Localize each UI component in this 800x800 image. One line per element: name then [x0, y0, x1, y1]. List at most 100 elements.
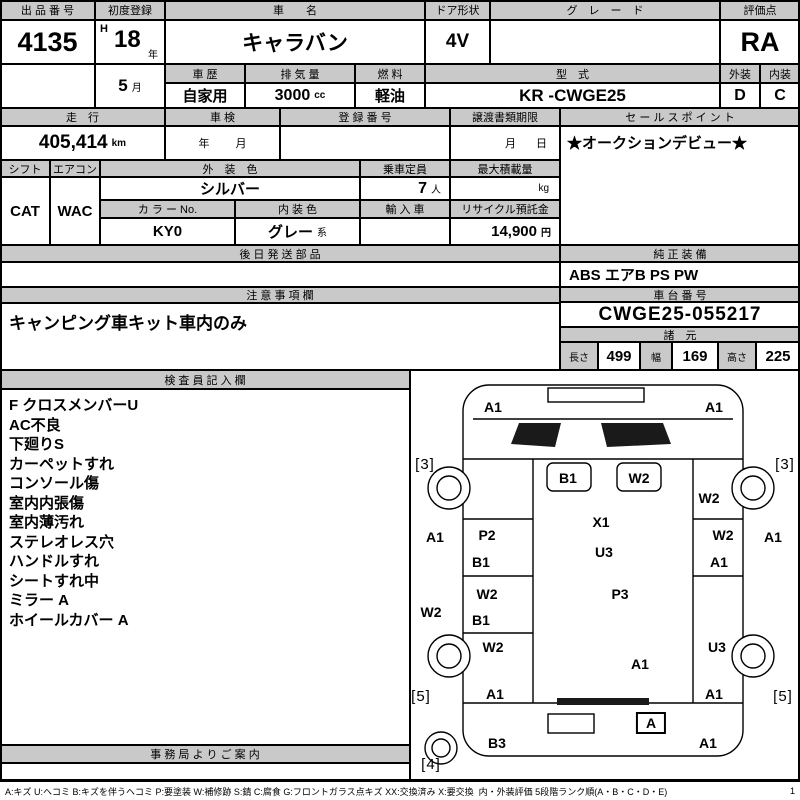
inspector-item: 室内内張傷 — [9, 494, 85, 512]
registration-number-value — [280, 126, 450, 160]
shift-label: シフト — [0, 160, 50, 177]
damage-code-A1: A1 — [699, 735, 717, 751]
inspector-item: 下廻りS — [9, 436, 65, 453]
car-name-label: 車 名 — [165, 0, 425, 20]
damage-code-4: [4] — [421, 756, 441, 773]
recycle-deposit-number: 14,900 — [491, 223, 537, 240]
inspector-item: コンソール傷 — [9, 475, 100, 492]
door-shape-label: ドア形状 — [425, 0, 490, 20]
auction-number-label: 出 品 番 号 — [0, 0, 95, 20]
spec-height-label: 高さ — [718, 342, 756, 370]
chassis-number-value: CWGE25-055217 — [560, 302, 800, 327]
recycle-deposit-label: リサイクル預託金 — [450, 200, 560, 218]
auction-number-extra-box — [0, 64, 95, 108]
legend-text: A:キズ U:ヘコミ B:キズを伴うヘコミ P:要塗装 W:補修跡 S:錆 C:… — [5, 786, 668, 797]
office-notice-box — [0, 763, 410, 780]
equipment-value: ABS エアB PS PW — [560, 262, 800, 287]
damage-code-W2: W2 — [476, 586, 498, 602]
damage-code-A1: A1 — [705, 399, 723, 415]
first-reg-era: H — [100, 23, 108, 35]
damage-code-3: [3] — [775, 456, 795, 473]
import-car-label: 輸 入 車 — [360, 200, 450, 218]
inspector-item: ハンドルすれ — [9, 553, 100, 570]
damage-code-W2: W2 — [712, 527, 734, 543]
max-load-unit: kg — [538, 183, 549, 194]
capacity-number: 7 — [418, 179, 427, 197]
mileage-unit: km — [111, 137, 127, 149]
legend-bar: A:キズ U:ヘコミ B:キズを伴うヘコミ P:要塗装 W:補修跡 S:錆 C:… — [0, 783, 800, 799]
damage-code-W2: W2 — [482, 639, 504, 655]
first-reg-year-unit: 年 — [148, 50, 158, 61]
inspector-item: ステレオレス穴 — [9, 533, 115, 551]
max-load-value: kg — [450, 177, 560, 200]
displacement-unit: cc — [314, 90, 326, 101]
damage-code-U3: U3 — [595, 544, 613, 560]
color-number-value: KY0 — [100, 218, 235, 245]
score-label: 評価点 — [720, 0, 800, 20]
damage-code-A1: A1 — [710, 554, 728, 570]
aircon-label: エアコン — [50, 160, 100, 177]
model-code-label: 型 式 — [425, 64, 720, 83]
exterior-grade-label: 外装 — [720, 64, 760, 83]
damage-code-U3: U3 — [708, 639, 726, 655]
interior-grade-value: C — [760, 83, 800, 108]
inspector-notes-label: 検 査 員 記 入 欄 — [0, 370, 410, 389]
aircon-value: WAC — [50, 177, 100, 245]
damage-code-W2: W2 — [628, 470, 650, 486]
displacement-label: 排 気 量 — [245, 64, 355, 83]
history-value: 自家用 — [165, 83, 245, 108]
capacity-label: 乗車定員 — [360, 160, 450, 177]
damage-code-A: A — [635, 712, 667, 734]
inspector-item: F クロスメンバーU — [9, 397, 139, 414]
inspector-item: 室内薄汚れ — [9, 514, 85, 531]
damage-code-5: [5] — [411, 688, 431, 705]
shift-value: CAT — [0, 177, 50, 245]
interior-color-value: グレー 系 — [235, 218, 360, 245]
first-reg-year: 18 — [114, 26, 141, 53]
transfer-month-unit: 月 — [505, 138, 516, 150]
capacity-value: 7 人 — [360, 177, 450, 200]
model-code-value: KR -CWGE25 — [425, 83, 720, 108]
import-car-value — [360, 218, 450, 245]
damage-code-B1: B1 — [559, 470, 577, 486]
damage-code-5: [5] — [773, 688, 793, 705]
office-notice-label: 事 務 局 よ り ご 案 内 — [0, 745, 410, 763]
exterior-grade-value: D — [720, 83, 760, 108]
auction-number-value: 4135 — [0, 20, 95, 64]
recycle-deposit-value: 14,900 円 — [450, 218, 560, 245]
transfer-day-unit: 日 — [536, 138, 547, 150]
damage-code-B1: B1 — [472, 554, 490, 570]
inspection-year-unit: 年 — [198, 138, 210, 150]
spec-length-value: 499 — [598, 342, 640, 370]
door-shape-value: 4V — [425, 20, 490, 64]
damage-code-P2: P2 — [478, 527, 496, 543]
spec-height-value: 225 — [756, 342, 800, 370]
interior-grade-label: 内装 — [760, 64, 800, 83]
spec-length-label: 長さ — [560, 342, 598, 370]
grade-value — [490, 20, 720, 64]
interior-color-suffix: 系 — [317, 228, 327, 239]
mileage-number: 405,414 — [38, 132, 108, 153]
first-registration-value: H 18 年 — [95, 20, 165, 64]
spec-width-label: 幅 — [640, 342, 672, 370]
equipment-label: 純 正 装 備 — [560, 245, 800, 262]
registration-number-label: 登 録 番 号 — [280, 108, 450, 126]
later-parts-label: 後 日 発 送 部 品 — [0, 245, 560, 262]
notes-value: キャンピング車キット車内のみ — [0, 303, 560, 370]
interior-color-label: 内 装 色 — [235, 200, 360, 218]
inspection-value: 年 月 — [165, 126, 280, 160]
notes-label: 注 意 事 項 欄 — [0, 287, 560, 303]
damage-code-W2: W2 — [698, 490, 720, 506]
damage-code-A1: A1 — [486, 686, 504, 702]
first-reg-month-unit: 月 — [131, 82, 142, 94]
grade-label: グ レ ー ド — [490, 0, 720, 20]
interior-color-name: グレー — [267, 224, 313, 241]
max-load-label: 最大積載量 — [450, 160, 560, 177]
inspector-item: シートすれ中 — [9, 572, 100, 590]
sales-point-label: セ ー ル ス ポ イ ン ト — [560, 108, 800, 126]
displacement-value: 3000 cc — [245, 83, 355, 108]
damage-code-A1: A1 — [631, 656, 649, 672]
capacity-unit: 人 — [431, 185, 441, 196]
damage-code-W2: W2 — [420, 604, 442, 620]
